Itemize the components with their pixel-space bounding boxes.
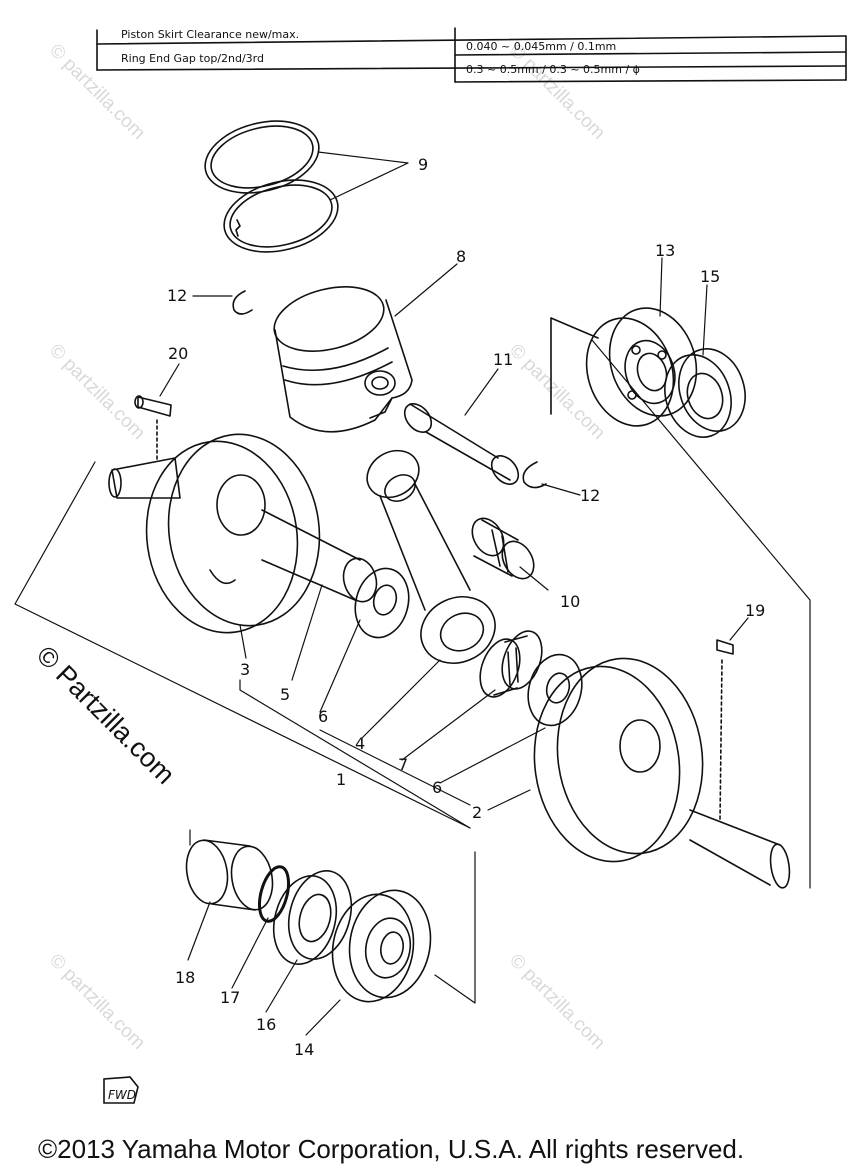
key-19 <box>716 639 734 655</box>
callout: 4 <box>355 734 365 753</box>
callout: 20 <box>168 344 188 363</box>
bearing-14 <box>331 889 432 1003</box>
connecting-rod <box>366 449 496 664</box>
needle-bearing-7 <box>479 630 543 698</box>
spec-value: 0.3 ~ 0.5mm / 0.3 ~ 0.5mm / ϕ <box>466 63 640 76</box>
callout: 17 <box>220 988 240 1007</box>
fwd-arrow-icon: FWD <box>100 1073 142 1109</box>
callout: 14 <box>294 1040 314 1059</box>
spec-table <box>96 27 847 83</box>
seal-16 <box>272 870 353 965</box>
callout-numbers: 9 8 12 13 15 20 11 12 10 19 3 5 6 4 7 1 … <box>167 155 765 1059</box>
callout: 2 <box>472 803 482 822</box>
callout: 6 <box>318 707 328 726</box>
callout: 18 <box>175 968 195 987</box>
crank-right <box>533 657 791 889</box>
spec-label: Ring End Gap top/2nd/3rd <box>121 52 264 65</box>
copyright-notice: ©2013 Yamaha Motor Corporation, U.S.A. A… <box>38 1134 745 1164</box>
lower-group-bracket <box>189 829 476 1004</box>
washer-6-upper <box>354 567 410 639</box>
leader-lines <box>159 151 749 1036</box>
callout: 10 <box>560 592 580 611</box>
crank-left <box>108 433 378 634</box>
callout: 13 <box>655 241 675 260</box>
piston-pin <box>403 403 520 485</box>
group-bracket-right <box>550 317 599 415</box>
clip-upper <box>232 290 253 315</box>
piston-rings <box>204 120 339 253</box>
needle-bearing-10 <box>471 517 535 580</box>
spec-value: 0.040 ~ 0.045mm / 0.1mm <box>466 40 617 53</box>
callout: 11 <box>493 350 513 369</box>
key-20 <box>134 395 172 417</box>
callout: 15 <box>700 267 720 286</box>
callout: 3 <box>240 660 250 679</box>
piston <box>273 286 413 433</box>
clip-lower <box>522 461 547 489</box>
oil-seal-15 <box>664 348 746 438</box>
callout: 5 <box>280 685 290 704</box>
spec-label: Piston Skirt Clearance new/max. <box>121 28 300 41</box>
callout: 9 <box>418 155 428 174</box>
callout: 6 <box>432 778 442 797</box>
sleeve-18 <box>185 839 274 911</box>
callout: 12 <box>167 286 187 305</box>
callout: 1 <box>336 770 346 789</box>
callout: 16 <box>256 1015 276 1034</box>
callout: 19 <box>745 601 765 620</box>
circlip-17 <box>258 865 290 923</box>
callout: 7 <box>398 755 408 774</box>
callout: 12 <box>580 486 600 505</box>
bearing-13 <box>585 307 698 427</box>
fwd-label: FWD <box>108 1088 136 1102</box>
washer-6-lower <box>527 653 583 727</box>
callout: 8 <box>456 247 466 266</box>
crank-group-bracket <box>14 339 811 889</box>
